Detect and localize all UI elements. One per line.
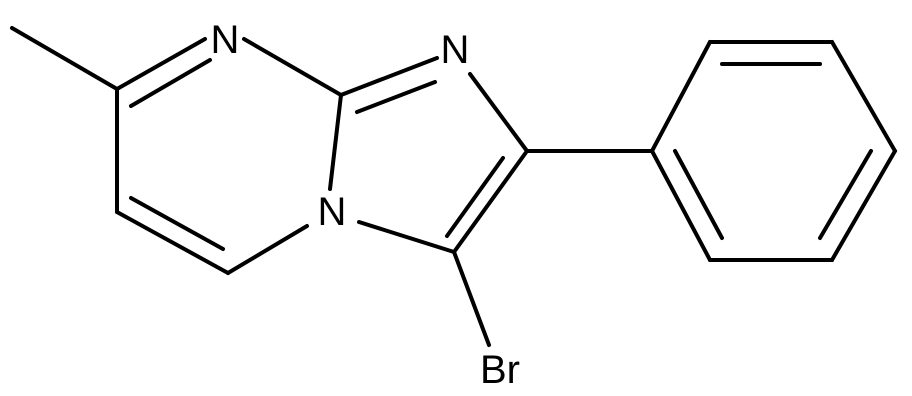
bond-c5-c6 <box>115 210 230 275</box>
atom-label-n-bridgehead: N <box>318 190 347 234</box>
bond-n8-c8a <box>242 37 343 97</box>
bond-c3-br <box>452 250 491 347</box>
bond-c2-c3 <box>452 149 529 254</box>
bond-c3-n4 <box>357 220 456 254</box>
bond-c7-n8-inner <box>129 58 212 108</box>
bonds <box>10 26 897 347</box>
bond-c8a-n1 <box>339 56 439 97</box>
bond-ph1-ph2 <box>650 40 712 153</box>
bond-ph6-ph1-inner <box>673 149 724 240</box>
bond-c2-c3-inner <box>445 156 505 238</box>
bond-ph6-ph1 <box>650 149 712 262</box>
bond-n4-c5 <box>226 224 309 275</box>
bond-ph3-ph4 <box>830 40 897 153</box>
atom-label-n-imidazole: N <box>441 28 470 72</box>
bond-ph4-ph5-inner <box>818 149 873 240</box>
bond-methyl-c7 <box>10 26 119 91</box>
atom-label-bromine: Br <box>480 348 520 392</box>
bond-c5-c6-inner <box>129 196 225 251</box>
atom-labels: N N N Br <box>211 18 520 392</box>
bond-c8a-n1-inner <box>355 80 437 114</box>
bond-n1-c2 <box>468 72 529 153</box>
bond-ph4-ph5 <box>830 149 897 262</box>
atom-label-n-pyrimidine: N <box>211 18 240 62</box>
bond-c7-n8 <box>115 37 207 91</box>
bond-n4-c8a <box>328 93 343 191</box>
